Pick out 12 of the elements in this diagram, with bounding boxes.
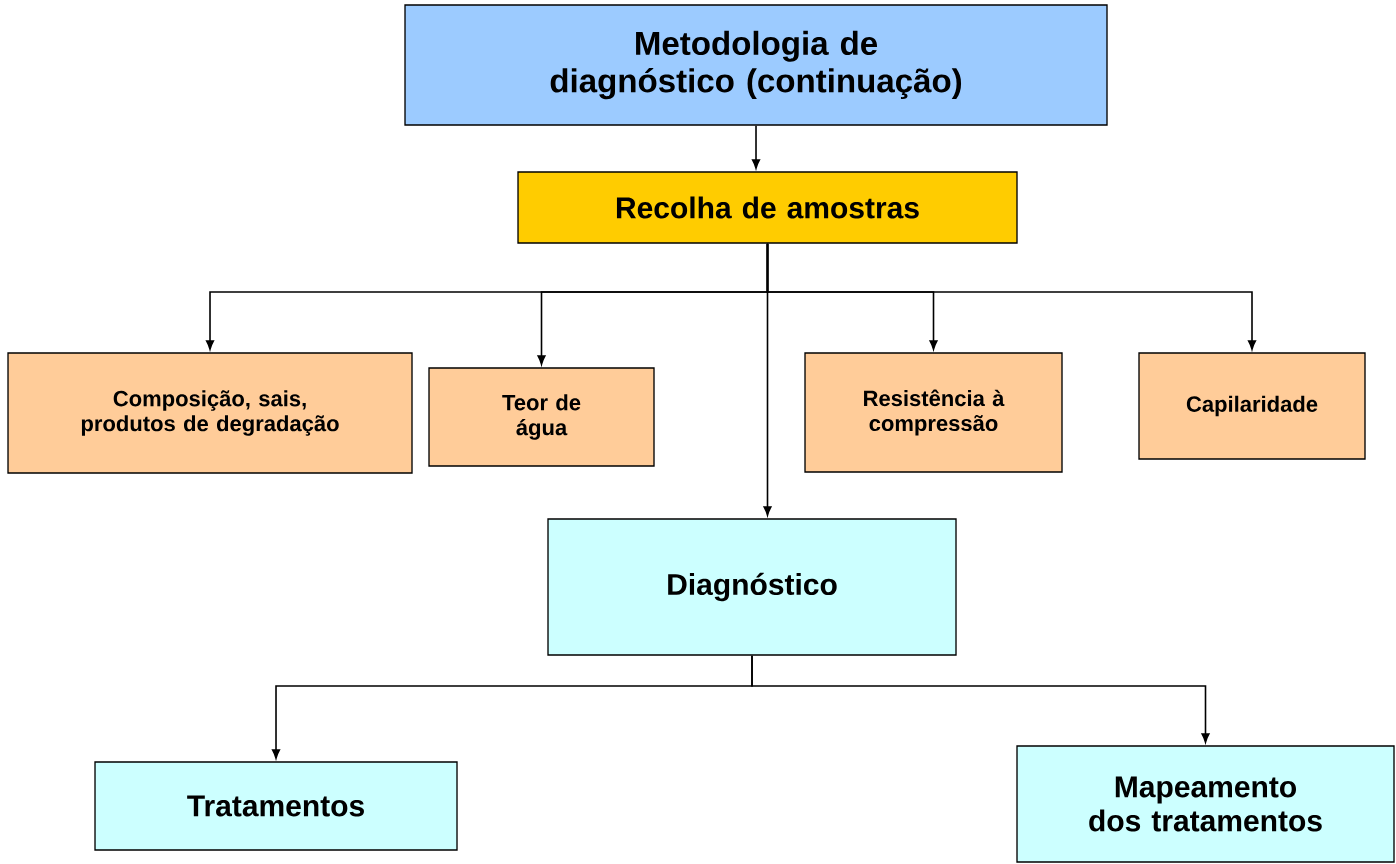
title-box: Metodologia de diagnóstico (continuação) [404,4,1108,126]
arrow [751,654,1210,743]
arrow [751,124,761,169]
result-box: Diagnóstico [547,518,957,656]
test-box: Teor de água [428,367,655,467]
test-box: Capilaridade [1138,352,1366,460]
arrow [766,242,1257,350]
test-box: Composição, sais, produtos de degradação [7,352,413,474]
process-box: Recolha de amostras [517,171,1018,244]
result-box: Tratamentos [94,761,458,851]
test-box: Resistência à compressão [804,352,1063,473]
result-box: Mapeamento dos tratamentos [1016,745,1395,863]
